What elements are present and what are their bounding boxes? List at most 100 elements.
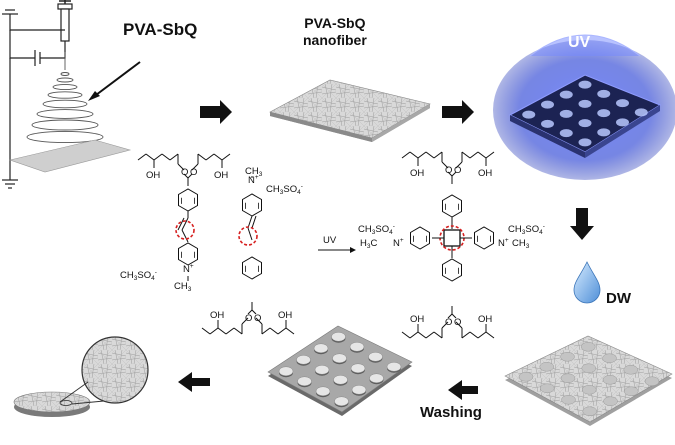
uv-mask-opening xyxy=(559,129,573,138)
patterned-fiber-disc xyxy=(351,385,367,395)
collector-plate xyxy=(8,139,132,173)
patterned-fiber-disc xyxy=(349,342,365,352)
reactant2-alkene-circle xyxy=(238,226,258,246)
crosslinked-spot xyxy=(560,352,575,362)
patterned-fiber-disc xyxy=(296,355,311,365)
reactant2-backbone-oh-left: OH xyxy=(210,310,224,321)
crosslinked-spot xyxy=(624,386,639,396)
nanofiber-label: PVA-SbQ nanofiber xyxy=(303,15,367,49)
reactant1-pyridinium xyxy=(178,242,198,266)
product-top-backbone-o-right: O xyxy=(454,165,461,176)
product-right-n-methyl: CH3 xyxy=(512,238,530,250)
reactant1-backbone-oh-right: OH xyxy=(214,170,228,181)
reactant2-n-plus: N+ xyxy=(248,174,259,186)
process-arrow-right-2 xyxy=(442,100,474,124)
patterned-fiber-disc xyxy=(313,343,329,353)
patterned-fiber-disc xyxy=(332,353,347,363)
product-top-backbone-o-left: O xyxy=(445,165,452,176)
uv-mask-opening xyxy=(578,99,592,108)
uv-mask-opening xyxy=(578,80,592,89)
nanofiber-label-line1: PVA-SbQ xyxy=(304,15,366,31)
patterned-fiber-disc xyxy=(334,396,349,406)
water-drop-icon xyxy=(573,261,601,304)
reactant2-backbone-o-right: O xyxy=(254,313,261,324)
reactant1-backbone-o-right: O xyxy=(190,167,197,178)
reactant2-counterion: CH3SO4- xyxy=(266,183,303,196)
reactant2-backbone-oh-right: OH xyxy=(278,310,292,321)
reactant2-benzene xyxy=(242,256,262,280)
unwashed-patterned-mat xyxy=(504,335,673,426)
cyclobutane-ring xyxy=(443,229,461,247)
uv-mask-opening xyxy=(578,138,592,147)
process-arrow-right-1 xyxy=(200,100,232,124)
uv-mask-dots xyxy=(522,80,648,147)
crosslinked-spot xyxy=(581,363,596,373)
crosslinked-spot xyxy=(602,375,618,385)
reactant1-alkene-circle xyxy=(175,220,195,240)
product-bottom-backbone-oh-right: OH xyxy=(478,314,492,325)
dw-label: DW xyxy=(606,290,631,307)
crosslinked-spot xyxy=(581,342,596,352)
patterned-fiber-disc xyxy=(368,352,383,362)
washed-patterned-mat xyxy=(267,325,413,416)
product-left-counterion: CH3SO4- xyxy=(358,223,395,236)
reactant1-n-methyl: CH3 xyxy=(174,281,192,293)
product-left-pyridinium xyxy=(410,226,430,250)
patterned-fiber-disc xyxy=(331,332,346,342)
reactant1-backbone-oh-left: OH xyxy=(146,170,160,181)
uv-mask-opening xyxy=(597,128,611,137)
reactant2-pyridinium xyxy=(242,193,262,217)
uv-mask-opening xyxy=(634,108,648,117)
product-bottom-backbone-oh-left: OH xyxy=(410,314,424,325)
reactant1-counterion: CH3SO4- xyxy=(120,269,157,282)
single-fiber-disc xyxy=(13,391,91,417)
reactant1-benzene xyxy=(178,188,198,212)
crosslinked-spot xyxy=(582,406,597,416)
product-top-benzene xyxy=(442,194,462,218)
process-arrow-left-1 xyxy=(448,380,478,400)
uv-mask-opening xyxy=(616,118,629,127)
reactant1-n-plus: N+ xyxy=(183,263,194,275)
process-arrow-down xyxy=(570,208,594,240)
product-left-n-methyl: H3C xyxy=(360,238,378,250)
uv-mask-opening xyxy=(541,100,554,109)
magnifier-inset xyxy=(59,336,149,406)
unwashed-mat-spots xyxy=(518,342,660,416)
patterned-fiber-disc xyxy=(386,362,402,372)
reactant1-backbone-o-left: O xyxy=(181,167,188,178)
uv-exposure xyxy=(493,34,675,180)
patterned-fiber-disc xyxy=(369,373,384,383)
uv-mask-opening xyxy=(597,89,611,98)
uv-mask-opening xyxy=(541,119,554,128)
crosslinked-spot xyxy=(518,372,534,382)
patterned-fiber-disc xyxy=(297,376,312,386)
reactant2-backbone-o-left: O xyxy=(245,313,252,324)
fiber-jet-spiral xyxy=(26,52,104,144)
product-bottom-backbone-o-right: O xyxy=(454,317,461,328)
product-right-counterion: CH3SO4- xyxy=(508,223,545,236)
process-arrow-left-2 xyxy=(178,372,210,392)
uv-mask-opening xyxy=(597,109,611,118)
patterned-fiber-disc xyxy=(350,363,366,373)
uv-reaction-label: UV xyxy=(323,235,337,246)
crosslinked-spot xyxy=(560,373,576,383)
product-bottom-benzene xyxy=(442,258,462,282)
product-bottom-backbone-o-left: O xyxy=(445,317,452,328)
uv-label: UV xyxy=(568,34,591,51)
crosslinked-spot xyxy=(582,385,597,395)
product-top-backbone-oh-right: OH xyxy=(478,168,492,179)
uv-mask-opening xyxy=(559,109,573,118)
product-top-backbone-oh-left: OH xyxy=(410,168,424,179)
electrospinning-setup xyxy=(2,0,141,189)
crosslinked-spot xyxy=(603,396,618,406)
pointer-arrow xyxy=(88,61,141,101)
uv-mask-opening xyxy=(578,119,592,128)
washed-mat-bumps xyxy=(278,332,402,408)
reactant2-n-methyl: CH3 xyxy=(245,166,263,178)
crosslinked-spot xyxy=(644,376,660,386)
uv-mask-opening xyxy=(522,110,536,119)
crosslinked-spot xyxy=(623,365,638,375)
